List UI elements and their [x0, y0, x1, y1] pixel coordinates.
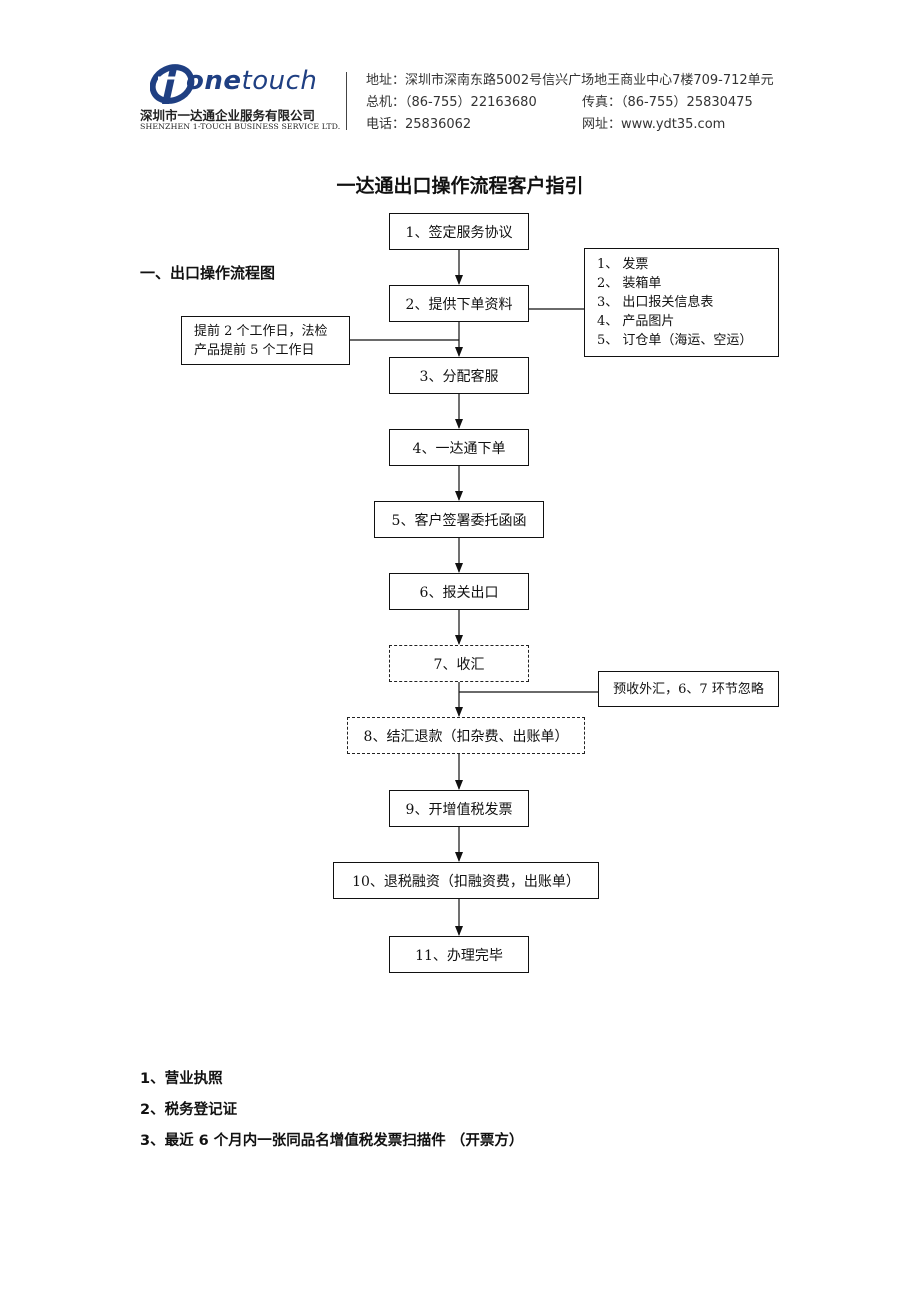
flow-step-7: 7、收汇 — [389, 645, 529, 682]
company-address: 地址：深圳市深南东路5002号信兴广场地王商业中心7楼709-712单元 — [366, 73, 774, 88]
section-heading: 一、出口操作流程图 — [140, 264, 276, 282]
header-divider — [346, 72, 347, 130]
flow-step-6: 6、报关出口 — [389, 573, 529, 610]
documents-note-item: 2、 装箱单 — [597, 276, 662, 291]
document-title: 一达通出口操作流程客户指引 — [336, 175, 584, 197]
documents-note-item: 1、 发票 — [597, 257, 649, 272]
company-website: 网址：www.ydt35.com — [582, 117, 726, 132]
timing-note: 提前 2 个工作日，法检 产品提前 5 个工作日 — [181, 316, 350, 365]
flow-step-3: 3、分配客服 — [389, 357, 529, 394]
requirement-item: 2、税务登记证 — [140, 1102, 238, 1118]
documents-note: 1、 发票 2、 装箱单 3、 出口报关信息表 4、 产品图片 5、 订仓单（海… — [584, 248, 779, 357]
flow-step-4: 4、一达通下单 — [389, 429, 529, 466]
company-name-cn: 深圳市一达通企业服务有限公司 — [140, 108, 316, 123]
documents-note-item: 4、 产品图片 — [597, 314, 675, 329]
company-name-en: SHENZHEN 1-TOUCH BUSINESS SERVICE LTD. — [140, 122, 341, 131]
flow-step-8: 8、结汇退款（扣杂费、出账单） — [347, 717, 585, 754]
flow-step-10: 10、退税融资（扣融资费，出账单） — [333, 862, 599, 899]
documents-note-item: 3、 出口报关信息表 — [597, 295, 714, 310]
requirement-item: 3、最近 6 个月内一张同品名增值税发票扫描件 （开票方） — [140, 1133, 524, 1149]
company-phone: 电话：25836062 — [366, 117, 472, 132]
timing-note-line: 产品提前 5 个工作日 — [194, 343, 315, 358]
flow-step-9: 9、开增值税发票 — [389, 790, 529, 827]
flow-step-11: 11、办理完毕 — [389, 936, 529, 973]
onetouch-logo-icon — [149, 64, 198, 108]
documents-note-item: 5、 订仓单（海运、空运） — [597, 333, 753, 348]
company-switchboard: 总机：（86-755）22163680 — [366, 95, 537, 110]
company-fax: 传真：（86-755）25830475 — [582, 95, 753, 110]
advance-payment-note: 预收外汇，6、7 环节忽略 — [598, 671, 779, 707]
flow-step-2: 2、提供下单资料 — [389, 285, 529, 322]
logo-wordmark: onetouch — [186, 68, 317, 94]
logo-word-one: one — [186, 66, 242, 96]
flow-step-5: 5、客户签署委托函函 — [374, 501, 544, 538]
requirement-item: 1、营业执照 — [140, 1071, 223, 1087]
flow-step-1: 1、签定服务协议 — [389, 213, 529, 250]
logo-word-touch: touch — [241, 66, 318, 96]
timing-note-line: 提前 2 个工作日，法检 — [194, 324, 328, 339]
